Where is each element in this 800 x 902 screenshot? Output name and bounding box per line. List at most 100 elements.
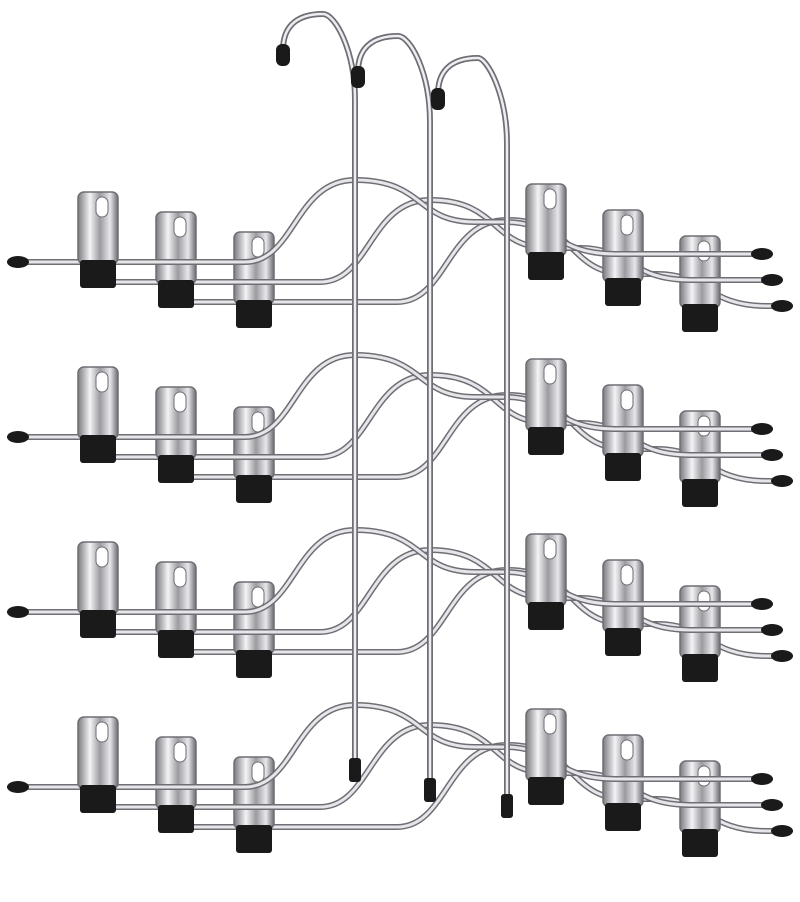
clip-rubber-pad — [236, 825, 272, 853]
clip-hole — [620, 739, 634, 761]
hanger-bar — [87, 196, 783, 308]
end-cap-right — [761, 274, 783, 286]
clip — [679, 760, 721, 857]
clip-rubber-pad — [605, 628, 641, 656]
end-cap-right — [751, 423, 773, 435]
clip-rubber-pad — [80, 785, 116, 813]
clip — [602, 734, 644, 831]
clip — [679, 585, 721, 682]
clip-rubber-pad — [528, 252, 564, 280]
clip — [155, 211, 197, 308]
clip-hole — [173, 391, 187, 413]
hanger-bar — [7, 351, 773, 463]
clip — [155, 736, 197, 833]
rod-end-cap — [349, 758, 361, 782]
hanger-bar — [87, 371, 783, 483]
hook-wire-shadow — [355, 32, 433, 795]
end-cap-right — [751, 598, 773, 610]
clip-rubber-pad — [605, 278, 641, 306]
end-cap-right — [761, 799, 783, 811]
clip-hole — [543, 188, 557, 210]
clip-hole — [95, 371, 109, 393]
clip — [525, 183, 567, 280]
hanger-bar — [167, 566, 793, 682]
hanger-bar — [87, 721, 783, 833]
hook-tip-cap — [276, 44, 290, 66]
hook-tip-cap — [431, 88, 445, 110]
clip — [602, 559, 644, 656]
clip — [679, 235, 721, 332]
clip-rubber-pad — [158, 455, 194, 483]
hook-wire — [281, 12, 357, 772]
clip-rubber-pad — [605, 453, 641, 481]
clip-hole — [543, 713, 557, 735]
clip — [525, 708, 567, 805]
hook — [351, 32, 436, 802]
clip — [233, 231, 275, 328]
hanger-bar — [7, 526, 773, 638]
clip-hole — [173, 566, 187, 588]
hanger-bar — [167, 216, 793, 332]
clip-hole — [620, 564, 634, 586]
end-cap-right — [771, 825, 793, 837]
end-cap-left — [7, 431, 29, 443]
clip-rubber-pad — [236, 300, 272, 328]
clip — [602, 384, 644, 481]
end-cap-left — [7, 781, 29, 793]
clip-rubber-pad — [682, 304, 718, 332]
end-cap-left — [7, 256, 29, 268]
clip-hole — [95, 546, 109, 568]
clip — [155, 386, 197, 483]
clip — [525, 358, 567, 455]
clip-rubber-pad — [528, 777, 564, 805]
clip-rubber-pad — [528, 427, 564, 455]
hook-wire — [356, 34, 432, 792]
end-cap-left — [7, 606, 29, 618]
end-cap-right — [771, 650, 793, 662]
hooks-group — [276, 10, 513, 818]
clip-rubber-pad — [80, 260, 116, 288]
hook-wire-shadow — [280, 10, 358, 775]
end-cap-right — [751, 248, 773, 260]
clip — [233, 406, 275, 503]
clip — [77, 191, 119, 288]
hanger-bar — [7, 701, 773, 813]
clip-hole — [620, 389, 634, 411]
clip-hole — [251, 586, 265, 608]
end-cap-right — [761, 624, 783, 636]
clip-rubber-pad — [528, 602, 564, 630]
clip-hole — [620, 214, 634, 236]
clip-rubber-pad — [158, 280, 194, 308]
clip — [679, 410, 721, 507]
clip-hole — [251, 411, 265, 433]
clip-rubber-pad — [682, 479, 718, 507]
end-cap-right — [771, 300, 793, 312]
hook — [276, 10, 361, 782]
clip — [602, 209, 644, 306]
hanger-bar — [7, 176, 773, 288]
clip-hole — [173, 216, 187, 238]
hook-tip-cap — [351, 66, 365, 88]
clip-hole — [95, 196, 109, 218]
rod-end-cap — [424, 778, 436, 802]
clip-rubber-pad — [80, 435, 116, 463]
clip — [525, 533, 567, 630]
clip-hole — [251, 761, 265, 783]
clip — [233, 581, 275, 678]
end-cap-right — [751, 773, 773, 785]
clip-hole — [251, 236, 265, 258]
clip-rubber-pad — [158, 630, 194, 658]
clip-rubber-pad — [236, 475, 272, 503]
clip — [77, 541, 119, 638]
clip-hole — [173, 741, 187, 763]
rod-end-cap — [501, 794, 513, 818]
clip-hole — [543, 538, 557, 560]
clip-rubber-pad — [605, 803, 641, 831]
clip-rubber-pad — [682, 829, 718, 857]
clip-rubber-pad — [158, 805, 194, 833]
hook — [431, 54, 513, 818]
clip — [77, 366, 119, 463]
clip — [233, 756, 275, 853]
end-cap-right — [771, 475, 793, 487]
